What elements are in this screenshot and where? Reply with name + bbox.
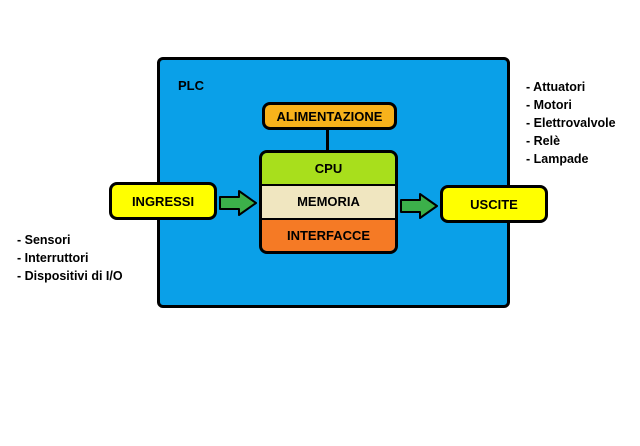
input-device-item: - Dispositivi di I/O (17, 269, 123, 283)
cpu-block: CPU MEMORIA INTERFACCE (259, 150, 398, 254)
output-devices-list: - Attuatori - Motori - Elettrovalvole - … (526, 78, 616, 168)
output-device-item: - Elettrovalvole (526, 116, 616, 130)
interfacce-section: INTERFACCE (262, 219, 395, 251)
input-arrow-icon (219, 190, 257, 216)
output-device-item: - Relè (526, 134, 561, 148)
ingressi-box: INGRESSI (109, 182, 217, 220)
input-device-item: - Interruttori (17, 251, 89, 265)
output-arrow-icon (400, 193, 438, 219)
output-device-item: - Lampade (526, 152, 589, 166)
alimentazione-box: ALIMENTAZIONE (262, 102, 397, 130)
output-device-item: - Attuatori (526, 80, 586, 94)
uscite-box: USCITE (440, 185, 548, 223)
memoria-section: MEMORIA (262, 186, 395, 220)
power-connector-line (326, 130, 329, 152)
cpu-section: CPU (262, 153, 395, 187)
input-devices-list: - Sensori - Interruttori - Dispositivi d… (17, 231, 123, 285)
input-device-item: - Sensori (17, 233, 71, 247)
output-device-item: - Motori (526, 98, 572, 112)
plc-label: PLC (178, 78, 204, 93)
